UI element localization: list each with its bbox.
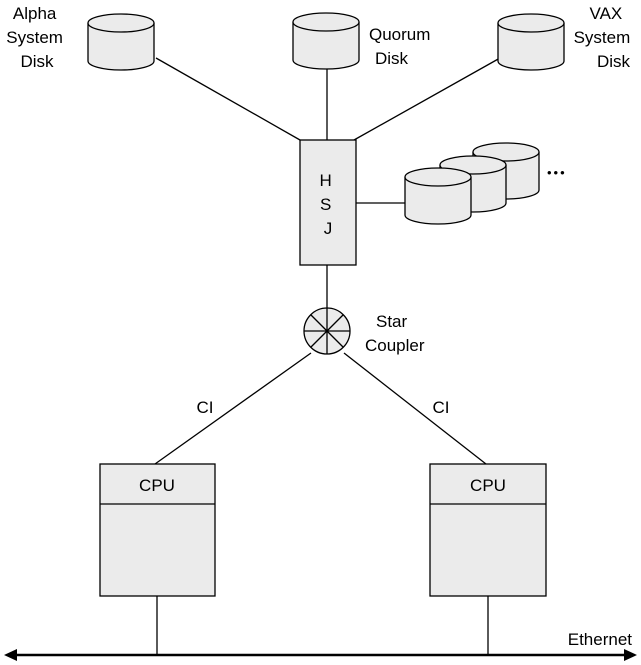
alpha-system-disk-icon	[87, 13, 155, 71]
cpu-left-label: CPU	[139, 476, 175, 495]
hsj-label: H S J	[319, 171, 336, 238]
star-coupler-label: Star Coupler	[365, 312, 425, 355]
array-disk-icon	[404, 167, 472, 225]
vax-system-disk-icon	[497, 13, 565, 71]
vax-disk-connector	[353, 57, 501, 141]
hsj-controller	[299, 139, 357, 266]
more-disks-ellipsis: •••	[547, 165, 567, 180]
alpha-disk-label: Alpha System Disk	[6, 4, 67, 71]
cpu-left	[99, 463, 216, 597]
ethernet-label: Ethernet	[568, 630, 633, 649]
cpu-right-label: CPU	[470, 476, 506, 495]
cpu-right	[429, 463, 547, 597]
alpha-disk-connector	[155, 57, 301, 141]
ethernet-bus	[4, 649, 637, 661]
quorum-disk-icon	[292, 12, 360, 70]
quorum-disk-label: Quorum Disk	[369, 25, 435, 68]
ci-label-right: CI	[433, 398, 450, 417]
star-coupler-icon	[303, 307, 351, 355]
ci-link-right	[343, 352, 487, 465]
vax-disk-label: VAX System Disk	[574, 4, 635, 71]
ci-link-left	[154, 352, 312, 465]
ci-label-left: CI	[197, 398, 214, 417]
